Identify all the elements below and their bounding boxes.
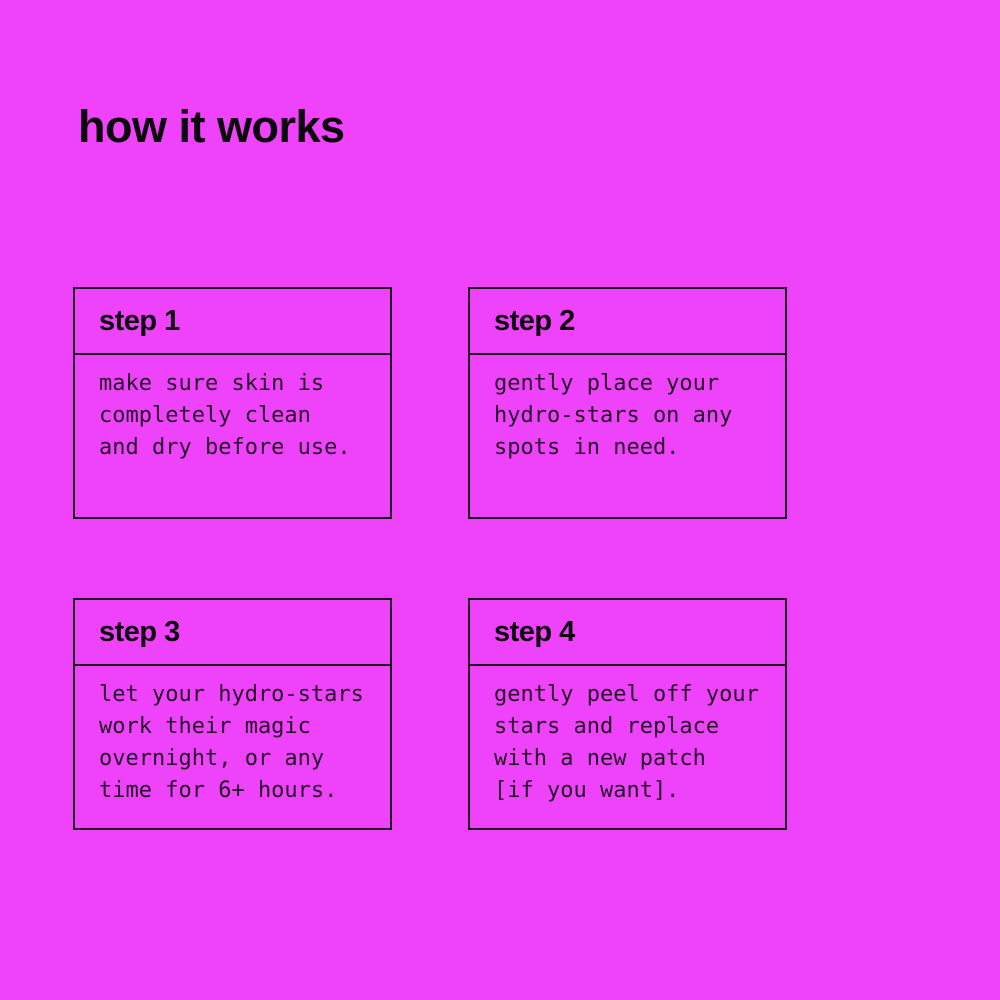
step-card-body: gently peel off your stars and replace w… [470, 666, 785, 828]
step-card-2: step 2 gently place your hydro-stars on … [468, 287, 787, 519]
step-card-header: step 3 [75, 600, 390, 666]
steps-grid: step 1 make sure skin is completely clea… [73, 287, 787, 830]
step-card-4: step 4 gently peel off your stars and re… [468, 598, 787, 830]
step-description: gently peel off your stars and replace w… [494, 682, 759, 803]
step-card-3: step 3 let your hydro-stars work their m… [73, 598, 392, 830]
step-card-header: step 4 [470, 600, 785, 666]
step-label: step 1 [99, 304, 180, 337]
step-label: step 3 [99, 615, 180, 648]
step-label: step 2 [494, 304, 575, 337]
step-description: gently place your hydro-stars on any spo… [494, 371, 733, 460]
step-description: let your hydro-stars work their magic ov… [99, 682, 364, 803]
step-label: step 4 [494, 615, 575, 648]
page-title: how it works [78, 101, 345, 152]
step-description: make sure skin is completely clean and d… [99, 371, 351, 460]
step-card-header: step 2 [470, 289, 785, 355]
step-card-body: make sure skin is completely clean and d… [75, 355, 390, 517]
step-card-header: step 1 [75, 289, 390, 355]
step-card-1: step 1 make sure skin is completely clea… [73, 287, 392, 519]
step-card-body: let your hydro-stars work their magic ov… [75, 666, 390, 828]
step-card-body: gently place your hydro-stars on any spo… [470, 355, 785, 517]
